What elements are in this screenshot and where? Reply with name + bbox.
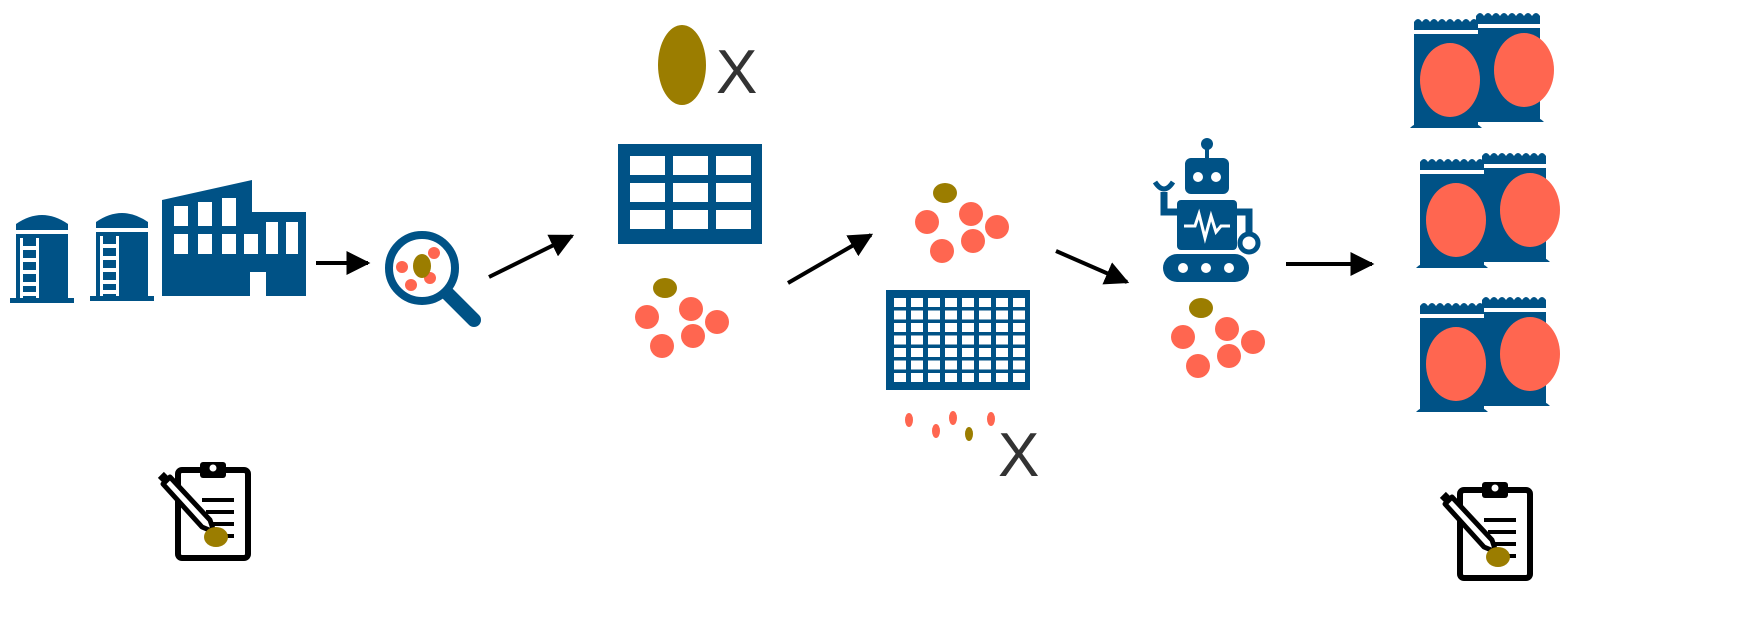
kernel-pile xyxy=(1171,298,1265,378)
sieve-mesh-cell xyxy=(1013,373,1025,382)
sieve-mesh-cell xyxy=(894,360,906,370)
sieve-mesh-cell xyxy=(928,310,940,320)
sieve-mesh-cell xyxy=(1013,323,1025,332)
silo-icon xyxy=(10,213,154,303)
sieve-mesh-cell xyxy=(945,373,957,382)
sieve-mesh-cell xyxy=(894,348,906,357)
sieve-mesh-cell xyxy=(928,323,940,332)
arrow-4 xyxy=(1055,249,1130,285)
sieve-mesh-cell xyxy=(945,310,957,320)
rejected-fragments xyxy=(905,411,995,441)
sieve-mesh-cell xyxy=(962,373,974,382)
sieve-mesh-cell xyxy=(894,323,906,332)
sieve-mesh-cell xyxy=(962,323,974,332)
sieve-mesh-cell xyxy=(979,323,991,332)
factory-icon xyxy=(162,180,306,296)
sieve-mesh-cell xyxy=(945,323,957,332)
sieve-mesh-cell xyxy=(911,323,923,332)
sieve-mesh-cell xyxy=(996,310,1008,320)
clipboard-icon xyxy=(1442,482,1530,578)
sieve-mesh-cell xyxy=(1013,298,1025,307)
sieve-fine-icon xyxy=(886,290,1030,390)
sieve-mesh-cell xyxy=(894,373,906,382)
sieve-mesh-cell xyxy=(1013,360,1025,370)
sieve-mesh-cell xyxy=(928,335,940,345)
sieve-mesh-cell xyxy=(996,348,1008,357)
kernel-pile xyxy=(915,183,1009,263)
sieve-mesh-cell xyxy=(911,373,923,382)
sieve-mesh-cell xyxy=(928,348,940,357)
sieve-mesh-cell xyxy=(1013,335,1025,345)
sieve-mesh-cell xyxy=(911,335,923,345)
sieve-mesh-cell xyxy=(962,335,974,345)
sieve-mesh-cell xyxy=(979,360,991,370)
sieve-mesh-cell xyxy=(996,373,1008,382)
clipboard-icon xyxy=(160,462,248,558)
magnifier-icon xyxy=(385,231,481,327)
sieve-mesh-cell xyxy=(945,360,957,370)
sieve-mesh-cell xyxy=(979,348,991,357)
sieve-mesh-cell xyxy=(911,310,923,320)
robot-sorter-icon xyxy=(1152,138,1261,282)
arrow-2 xyxy=(488,234,575,279)
arrow-3 xyxy=(786,233,874,285)
sieve-mesh-cell xyxy=(894,310,906,320)
sieve-mesh-cell xyxy=(945,298,957,307)
sieve-mesh-cell xyxy=(945,335,957,345)
rejected-kernel xyxy=(658,25,706,105)
sieve-mesh-cell xyxy=(911,298,923,307)
bag-icon xyxy=(1410,13,1560,412)
sieve-mesh-cell xyxy=(928,373,940,382)
sieve-mesh-cell xyxy=(979,298,991,307)
sieve-mesh-cell xyxy=(979,373,991,382)
sieve-mesh-cell xyxy=(979,335,991,345)
sieve-mesh-cell xyxy=(928,360,940,370)
sieve-mesh-cell xyxy=(996,298,1008,307)
sieve-mesh-cell xyxy=(928,298,940,307)
sieve-mesh-cell xyxy=(894,335,906,345)
sieve-mesh-cell xyxy=(962,348,974,357)
sieve-mesh-cell xyxy=(996,335,1008,345)
sieve-mesh-cell xyxy=(1013,310,1025,320)
sieve-mesh-cell xyxy=(911,348,923,357)
reject-mark-bottom: X xyxy=(998,421,1039,490)
sieve-mesh-cell xyxy=(894,298,906,307)
sieve-mesh-cell xyxy=(996,360,1008,370)
reject-mark-top: X xyxy=(716,38,757,107)
sieve-coarse-icon xyxy=(618,144,762,244)
sieve-mesh-cell xyxy=(945,348,957,357)
sieve-mesh-cell xyxy=(911,360,923,370)
kernel-pile xyxy=(635,278,729,358)
sieve-mesh-cell xyxy=(979,310,991,320)
sieve-mesh-cell xyxy=(962,310,974,320)
sieve-mesh-cell xyxy=(962,360,974,370)
sieve-mesh-cell xyxy=(962,298,974,307)
sieve-mesh-cell xyxy=(996,323,1008,332)
sieve-mesh-cell xyxy=(1013,348,1025,357)
